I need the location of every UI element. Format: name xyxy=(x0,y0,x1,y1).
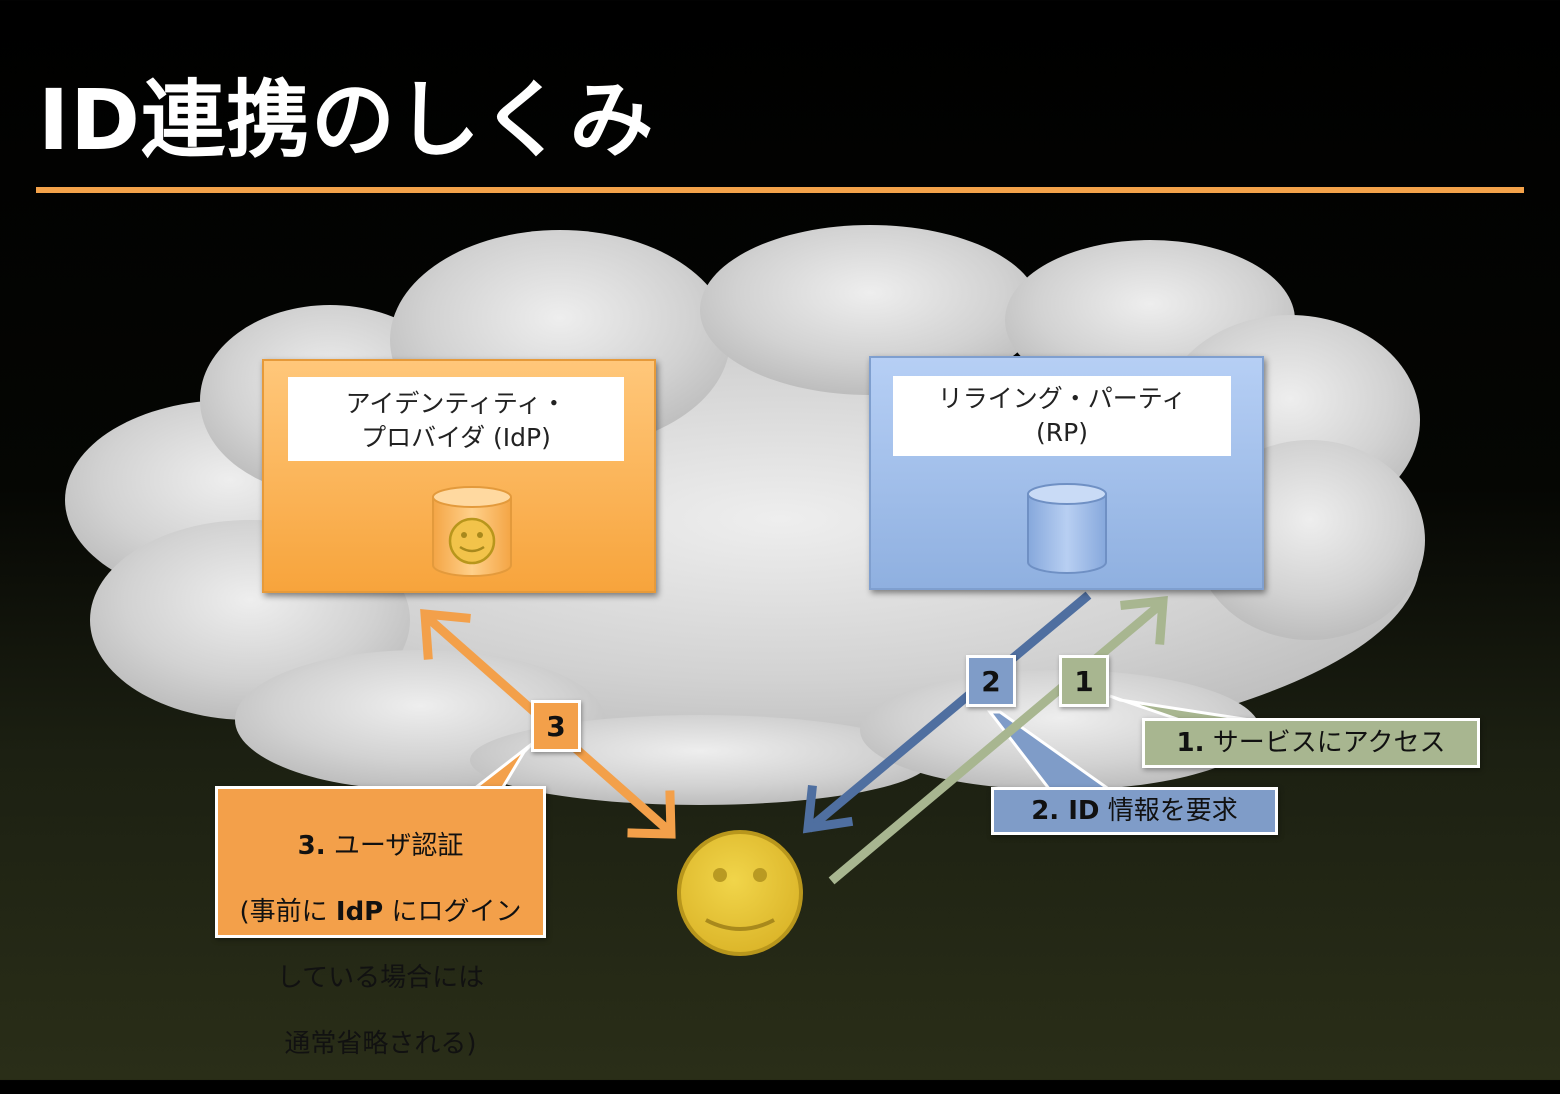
callout-access-text: サービスにアクセス xyxy=(1212,728,1446,758)
idp-label: アイデンティティ・ プロバイダ (IdP) xyxy=(288,377,624,461)
arrow-access xyxy=(828,595,1168,885)
user-smiley-icon xyxy=(677,830,803,956)
rp-label: リライング・パーティ (RP) xyxy=(893,376,1231,456)
step-badge-2: 2 xyxy=(966,655,1016,707)
step-badge-1: 1 xyxy=(1059,655,1109,707)
callout-auth-line4: 通常省略される) xyxy=(284,1029,477,1059)
callout-access-num: 1. xyxy=(1176,728,1205,758)
callout-request-num: 2. ID xyxy=(1031,796,1100,826)
idp-panel: アイデンティティ・ プロバイダ (IdP) xyxy=(262,359,656,593)
callout-auth: 3. ユーザ認証 (事前に IdP にログイン している場合には 通常省略される… xyxy=(215,786,546,1059)
callout-auth-line1: 3. ユーザ認証 xyxy=(218,830,543,863)
callout-auth-line2-post: にログイン xyxy=(391,897,522,927)
callout-auth-num: 3. xyxy=(297,831,326,861)
callout-auth-line2-pre: (事前に xyxy=(239,897,328,927)
callout-auth-idp: IdP xyxy=(335,897,384,927)
callout-request: 2. ID 情報を要求 xyxy=(991,787,1278,835)
rp-database-icon xyxy=(1027,483,1107,574)
slide-title: ID連携のしくみ xyxy=(38,71,655,169)
idp-database-icon xyxy=(432,486,512,577)
callout-access: 1. サービスにアクセス xyxy=(1142,718,1480,768)
rp-panel: リライング・パーティ (RP) xyxy=(869,356,1264,590)
callout-auth-line2: (事前に IdP にログイン xyxy=(218,896,543,929)
step-badge-3: 3 xyxy=(531,700,581,752)
callout-request-text: 情報を要求 xyxy=(1107,796,1238,826)
title-underline xyxy=(36,187,1524,193)
arrow-request xyxy=(802,591,1092,834)
callout-auth-title: ユーザ認証 xyxy=(333,831,464,861)
callout-auth-line3: している場合には xyxy=(276,963,485,993)
